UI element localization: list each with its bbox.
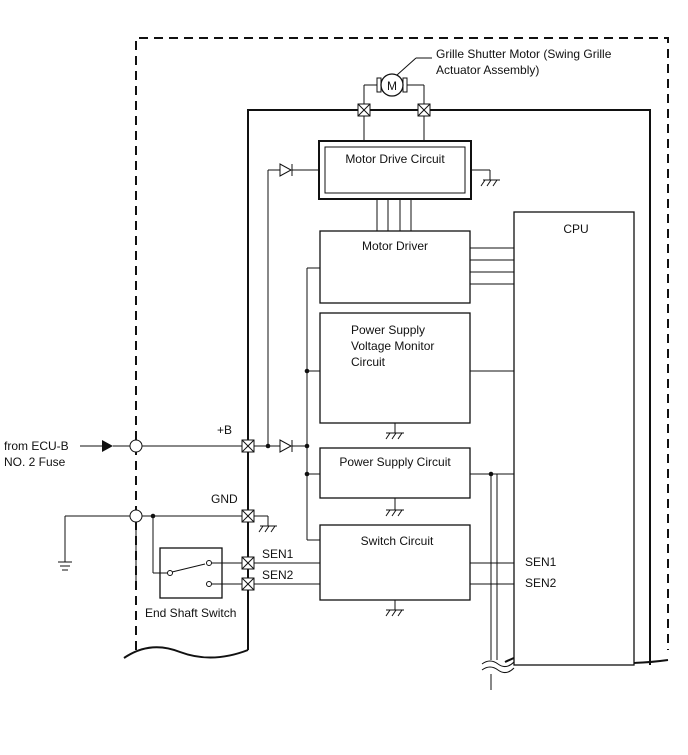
terminal-sen1-label: SEN1: [262, 547, 294, 561]
power-supply-circuit-label: Power Supply Circuit: [339, 455, 451, 469]
terminal-gnd: [241, 509, 255, 523]
motor-terminal-2: [417, 103, 431, 117]
cpu-block: CPU SEN1 SEN2: [513, 211, 635, 666]
junction-dot: [265, 443, 271, 449]
source-label-line2: NO. 2 Fuse: [4, 455, 66, 469]
ground-symbol-psvm: [385, 423, 404, 440]
motor-label-line1: Grille Shutter Motor (Swing Grille: [436, 47, 612, 61]
ecu-inner-housing: [247, 109, 651, 665]
junction-dot: [150, 513, 156, 519]
ground-symbol-external: [58, 561, 72, 571]
terminal-plus-b-label: +B: [217, 423, 232, 437]
terminal-gnd-label: GND: [211, 492, 238, 506]
connector-circle: [129, 439, 143, 453]
diode-icon: [279, 439, 293, 453]
ground-symbol-psc: [385, 498, 404, 517]
cpu-label: CPU: [563, 222, 588, 236]
cpu-pin-sen1: SEN1: [525, 555, 557, 569]
grille-shutter-motor: M Grille Shutter Motor (Swing Grille Act…: [363, 47, 612, 104]
motor-terminal-1: [357, 103, 371, 117]
junction-dot: [488, 471, 494, 477]
ground-symbol-gnd: [254, 515, 277, 533]
motor-icon: [380, 73, 404, 97]
terminal-plus-b: [241, 439, 255, 453]
motor-drive-circuit-block: Motor Drive Circuit: [318, 140, 472, 200]
switch-circuit-block: Switch Circuit: [319, 524, 471, 601]
terminal-sen2: [241, 577, 255, 591]
power-supply-circuit-block: Power Supply Circuit: [319, 447, 471, 499]
motor-label-line2: Actuator Assembly): [436, 63, 539, 77]
ground-symbol-sc: [385, 600, 404, 617]
arrow-icon: [102, 440, 113, 452]
junction-dot: [304, 368, 310, 374]
motor-drive-circuit-label: Motor Drive Circuit: [345, 152, 445, 166]
source-label-line1: from ECU-B: [4, 439, 69, 453]
motor-driver-block: Motor Driver: [319, 230, 471, 304]
psvm-label-line2: Voltage Monitor: [351, 339, 434, 353]
terminal-sen1: [241, 556, 255, 570]
junction-dot: [304, 471, 310, 477]
switch-circuit-label: Switch Circuit: [361, 534, 434, 548]
cpu-pin-sen2: SEN2: [525, 576, 557, 590]
end-shaft-switch: [153, 547, 242, 599]
break-line-left: [123, 646, 249, 659]
power-supply-voltage-monitor-block: Power Supply Voltage Monitor Circuit: [319, 312, 471, 424]
ecu-boundary: [135, 37, 669, 650]
diode-icon: [279, 163, 293, 177]
psvm-label-line1: Power Supply: [351, 323, 425, 337]
terminal-sen2-label: SEN2: [262, 568, 294, 582]
motor-symbol: M: [387, 79, 397, 93]
motor-driver-label: Motor Driver: [362, 239, 428, 253]
connector-circle: [129, 509, 143, 523]
end-shaft-switch-label: End Shaft Switch: [145, 606, 236, 620]
ground-symbol-mdc: [471, 169, 500, 187]
psvm-label-line3: Circuit: [351, 355, 386, 369]
